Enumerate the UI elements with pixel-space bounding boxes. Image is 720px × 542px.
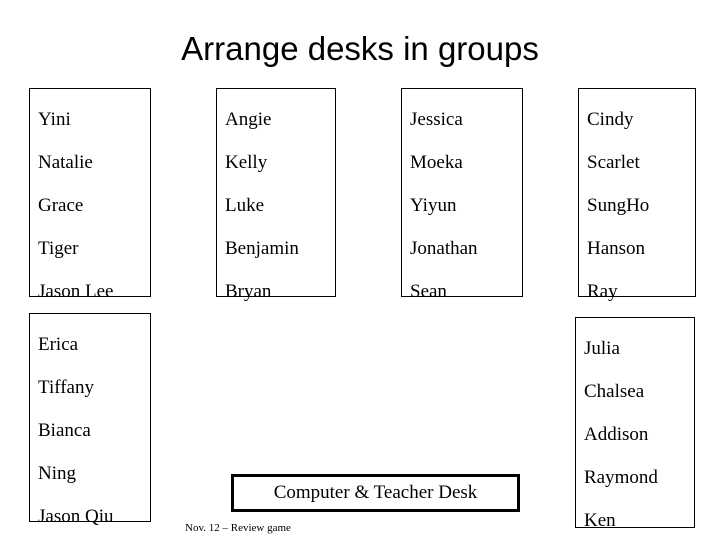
teacher-desk-label: Computer & Teacher Desk xyxy=(273,482,478,503)
student-name: Erica xyxy=(38,334,79,355)
student-name: Bryan xyxy=(225,281,272,302)
student-name: Luke xyxy=(225,195,265,216)
student-name: Scarlet xyxy=(587,152,640,173)
student-name: Ning xyxy=(38,463,76,484)
student-name: Raymond xyxy=(584,467,658,488)
student-name: Benjamin xyxy=(225,238,299,259)
desk-group-1[interactable]: Yini Natalie Grace Tiger Jason Lee xyxy=(29,88,151,302)
student-name: Julia xyxy=(584,338,620,359)
student-name: Tiger xyxy=(38,238,79,259)
student-name: Ken xyxy=(584,510,616,531)
student-name: Hanson xyxy=(587,238,646,259)
student-name: Yini xyxy=(38,109,71,130)
desk-group-5[interactable]: Erica Tiffany Bianca Ning Jason Qiu xyxy=(29,313,151,527)
student-name: Tiffany xyxy=(38,377,94,398)
student-name: Angie xyxy=(225,109,272,130)
student-name: Chalsea xyxy=(584,381,645,402)
teacher-desk-box[interactable]: Computer & Teacher Desk xyxy=(231,474,520,512)
student-name: Addison xyxy=(584,424,649,445)
student-name: Jonathan xyxy=(410,238,478,259)
student-name: Natalie xyxy=(38,152,93,173)
desk-group-4[interactable]: Cindy Scarlet SungHo Hanson Ray xyxy=(578,88,696,302)
footer-note: Nov. 12 – Review game xyxy=(185,522,291,534)
student-name: Cindy xyxy=(587,109,634,130)
student-name: Grace xyxy=(38,195,84,216)
student-name: Ray xyxy=(587,281,618,302)
student-name: Sean xyxy=(410,281,447,302)
student-name: Jessica xyxy=(410,109,463,130)
student-name: Jason Lee xyxy=(38,281,114,302)
page-title: Arrange desks in groups xyxy=(181,30,539,67)
student-name: Bianca xyxy=(38,420,91,441)
desk-group-2[interactable]: Angie Kelly Luke Benjamin Bryan xyxy=(216,88,336,302)
student-name: Moeka xyxy=(410,152,463,173)
student-name: Jason Qiu xyxy=(38,506,114,527)
student-name: SungHo xyxy=(587,195,650,216)
desk-group-3[interactable]: Jessica Moeka Yiyun Jonathan Sean xyxy=(401,88,523,302)
student-name: Kelly xyxy=(225,152,268,173)
student-name: Yiyun xyxy=(410,195,457,216)
desk-group-6[interactable]: Julia Chalsea Addison Raymond Ken xyxy=(575,317,695,531)
